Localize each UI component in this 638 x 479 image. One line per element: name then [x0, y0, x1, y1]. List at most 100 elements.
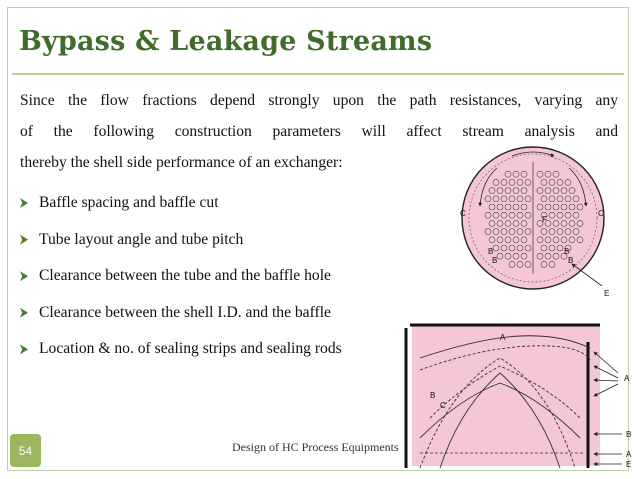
tube-circle: [536, 236, 544, 244]
label-b: B: [568, 256, 573, 265]
tube-circle: [488, 220, 496, 227]
tube-circle: [556, 195, 564, 203]
tube-circle: [564, 228, 572, 235]
chevron-bullet-icon: [20, 344, 28, 355]
tube-circle: [552, 187, 560, 194]
slide-number-badge: 54: [10, 434, 41, 467]
tube-circle: [556, 244, 564, 252]
stream-line: [419, 357, 576, 469]
e-stream-arrow: [571, 263, 603, 287]
label-c-left: C: [460, 209, 466, 218]
slide-frame: [7, 7, 629, 471]
tube-circle: [504, 187, 512, 194]
tube-circle: [568, 220, 576, 227]
slide-title: Bypass & Leakage Streams: [19, 26, 433, 57]
tube-circle: [508, 244, 516, 252]
tube-circle: [552, 203, 560, 211]
tube-circle: [540, 179, 548, 186]
paragraph-line: of the following construction parameters…: [20, 123, 618, 140]
tube-circle: [544, 187, 552, 194]
bullet-item: Tube layout angle and tube pitch: [20, 230, 342, 267]
tube-circle: [536, 187, 544, 194]
tube-circle: [512, 203, 520, 211]
tube-circle: [520, 170, 528, 178]
tube-circle: [548, 228, 556, 235]
bullet-item: Clearance between the shell I.D. and the…: [20, 303, 342, 340]
tube-circle: [524, 228, 532, 235]
tube-circle: [524, 179, 532, 186]
tube-circle: [572, 195, 580, 203]
tube-circle: [536, 203, 544, 211]
tube-circle: [544, 203, 552, 211]
tube-circle: [536, 170, 544, 178]
tube-circle: [508, 228, 516, 235]
tube-circle: [504, 220, 512, 227]
tube-circle: [540, 244, 548, 252]
bullet-text: Baffle spacing and baffle cut: [39, 194, 219, 211]
a-stream-arrow: [593, 378, 619, 383]
tube-circle: [496, 236, 504, 244]
tube-circle: [552, 220, 560, 227]
tube-circle: [576, 236, 584, 244]
tube-circle: [576, 203, 584, 211]
flow-arrow: [478, 167, 498, 207]
label-f: F: [542, 215, 547, 224]
tube-circle: [560, 236, 568, 244]
tube-bundle: [484, 170, 584, 268]
tube-circle: [512, 170, 520, 178]
tube-circle: [552, 236, 560, 244]
tube-circle: [508, 195, 516, 203]
tube-circle: [540, 228, 548, 235]
label-e: E: [626, 460, 631, 469]
tube-circle: [492, 195, 500, 203]
tube-circle: [488, 236, 496, 244]
tube-circle: [484, 228, 492, 235]
shell-cross-section-diagram: C C F B B B B E: [460, 146, 609, 298]
paragraph-line: Since the flow fractions depend strongly…: [20, 92, 618, 109]
tube-circle: [568, 187, 576, 194]
tube-circle: [516, 261, 524, 268]
chevron-bullet-icon: [20, 198, 28, 208]
tube-circle: [540, 211, 548, 219]
tube-circle: [540, 195, 548, 203]
shell-side-flow-diagram: A B C A B A E: [404, 323, 632, 469]
label-b: B: [626, 430, 631, 439]
tube-circle: [524, 244, 532, 252]
chevron-bullet-icon: [20, 307, 28, 318]
tube-circle: [552, 252, 560, 260]
tube-circle: [520, 187, 528, 194]
tube-circle: [496, 187, 504, 194]
tube-circle: [548, 261, 556, 268]
tube-circle: [484, 195, 492, 203]
tube-circle: [540, 261, 548, 268]
tube-circle: [564, 195, 572, 203]
a-stream-arrow: [593, 351, 619, 374]
tube-circle: [508, 261, 516, 268]
tube-circle: [548, 195, 556, 203]
label-a: A: [626, 450, 632, 459]
bullet-item: Location & no. of sealing strips and sea…: [20, 339, 342, 376]
tube-circle: [492, 244, 500, 252]
tube-circle: [524, 211, 532, 219]
paragraph-line: thereby the shell side performance of an…: [20, 154, 343, 171]
tube-circle: [520, 252, 528, 260]
stream-line: [419, 382, 581, 439]
tube-circle: [560, 220, 568, 227]
label-b: B: [430, 391, 435, 400]
bullet-item: Baffle spacing and baffle cut: [20, 193, 342, 230]
tube-circle: [560, 203, 568, 211]
tube-circle: [520, 236, 528, 244]
tube-circle: [548, 244, 556, 252]
tube-circle: [548, 179, 556, 186]
tube-circle: [564, 179, 572, 186]
tube-circle: [536, 252, 544, 260]
label-a: A: [624, 374, 630, 383]
tube-circle: [516, 228, 524, 235]
tube-circle: [488, 187, 496, 194]
baffle-outline: [468, 153, 598, 283]
tube-circle: [488, 203, 496, 211]
tube-circle: [568, 203, 576, 211]
label-a: A: [500, 333, 506, 342]
a-stream-arrow: [593, 365, 619, 379]
bullet-text: Clearance between the shell I.D. and the…: [39, 303, 331, 321]
